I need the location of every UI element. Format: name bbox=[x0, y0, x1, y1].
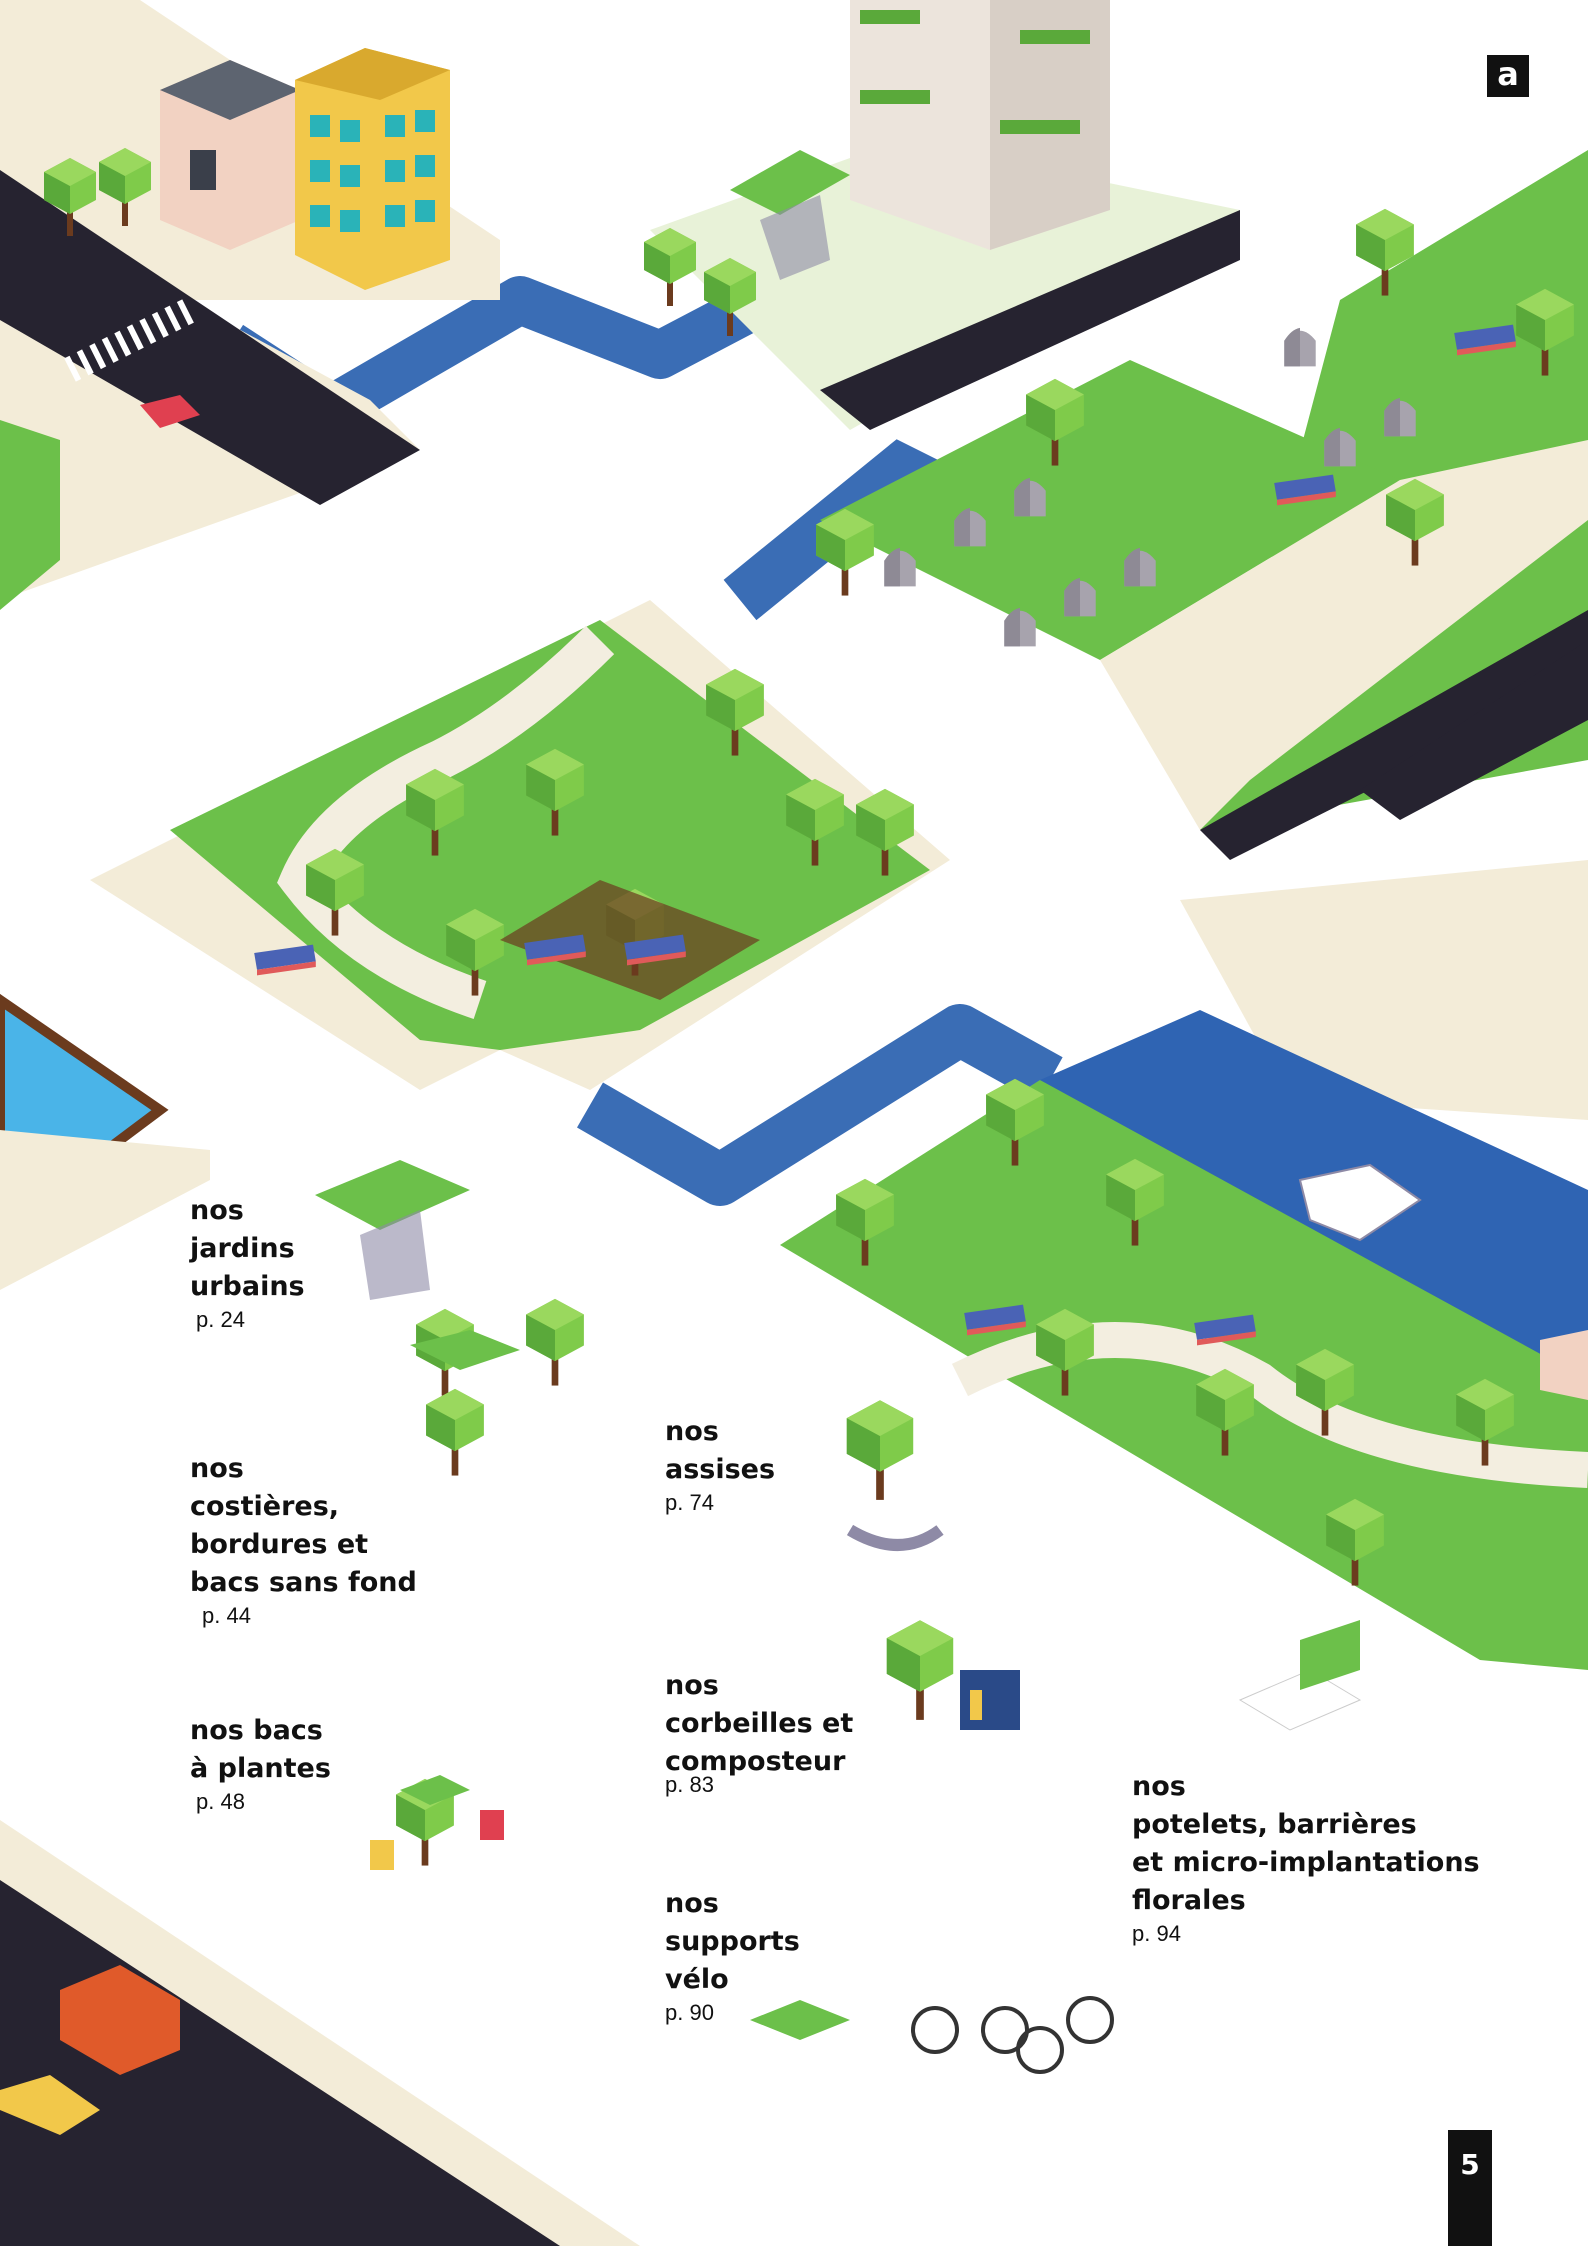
car-icon bbox=[0, 2075, 100, 2135]
yellow-building bbox=[295, 48, 450, 290]
label-jardins-urbains[interactable]: nos jardins urbains p. 24 bbox=[190, 1192, 305, 1334]
top-left-road bbox=[0, 170, 420, 505]
label-page: p. 44 bbox=[202, 1603, 251, 1628]
tower-building bbox=[850, 0, 1110, 250]
label-page: p. 74 bbox=[665, 1490, 714, 1515]
cemetery-grass-left bbox=[820, 360, 1400, 660]
bicycle-icon bbox=[750, 1996, 1114, 2074]
label-title: nos jardins urbains bbox=[190, 1195, 305, 1302]
boat-icon bbox=[1540, 1330, 1588, 1400]
label-title: nos costières, bordures et bacs sans fon… bbox=[190, 1453, 417, 1598]
plaza-road bbox=[820, 210, 1240, 430]
label-page: p. 94 bbox=[1132, 1921, 1181, 1946]
cemetery-road bbox=[1200, 610, 1588, 860]
trash-bin-icon bbox=[886, 1620, 1020, 1730]
pool-deck bbox=[0, 1130, 210, 1290]
bottom-road bbox=[0, 1880, 560, 2246]
label-potelets[interactable]: nos potelets, barrières et micro-implant… bbox=[1132, 1768, 1480, 1948]
label-supports-velo[interactable]: nos supports vélo p. 90 bbox=[665, 1885, 800, 2027]
tree-icon bbox=[816, 508, 874, 596]
label-bacs-a-plantes[interactable]: nos bacs à plantes p. 48 bbox=[190, 1712, 331, 1816]
label-title: nos supports vélo bbox=[665, 1888, 800, 1995]
boat-icon bbox=[1298, 1163, 1422, 1242]
bus-icon bbox=[60, 1965, 180, 2075]
label-assises[interactable]: nos assises p. 74 bbox=[665, 1413, 775, 1517]
cemetery-path bbox=[1100, 440, 1588, 830]
label-costieres[interactable]: nos costières, bordures et bacs sans fon… bbox=[190, 1450, 417, 1630]
planter-bed bbox=[500, 880, 760, 1000]
planter-icon bbox=[410, 1298, 584, 1476]
bottom-sidewalk bbox=[0, 1820, 640, 2246]
left-edge-grass bbox=[0, 420, 60, 610]
label-page: p. 90 bbox=[665, 2000, 714, 2025]
river-park-grass bbox=[780, 1080, 1588, 1670]
label-page: p. 48 bbox=[196, 1789, 245, 1814]
label-title: nos bacs à plantes bbox=[190, 1715, 331, 1784]
tree-icon bbox=[644, 228, 696, 306]
pergola-icon bbox=[730, 150, 850, 280]
label-page: p. 24 bbox=[196, 1307, 245, 1332]
planter-icon bbox=[370, 1775, 504, 1870]
label-title: nos assises bbox=[665, 1416, 776, 1485]
pink-building bbox=[160, 60, 300, 250]
pergola-icon bbox=[315, 1160, 470, 1300]
label-title: nos potelets, barrières et micro-implant… bbox=[1132, 1771, 1480, 1916]
canal-lower bbox=[577, 1004, 1063, 1206]
label-page: p. 83 bbox=[665, 1772, 714, 1797]
page-number: 5 bbox=[1448, 2130, 1492, 2246]
label-title: nos corbeilles et composteur bbox=[665, 1670, 854, 1777]
park-path bbox=[277, 625, 615, 1019]
bollard-icon bbox=[1238, 1620, 1362, 1731]
bench-icon bbox=[846, 1400, 944, 1551]
quay-road bbox=[1360, 640, 1588, 820]
corner-badge: a bbox=[1487, 55, 1529, 97]
red-car-icon bbox=[140, 395, 200, 428]
label-corbeilles[interactable]: nos corbeilles et composteur p. 83 bbox=[665, 1667, 853, 1799]
